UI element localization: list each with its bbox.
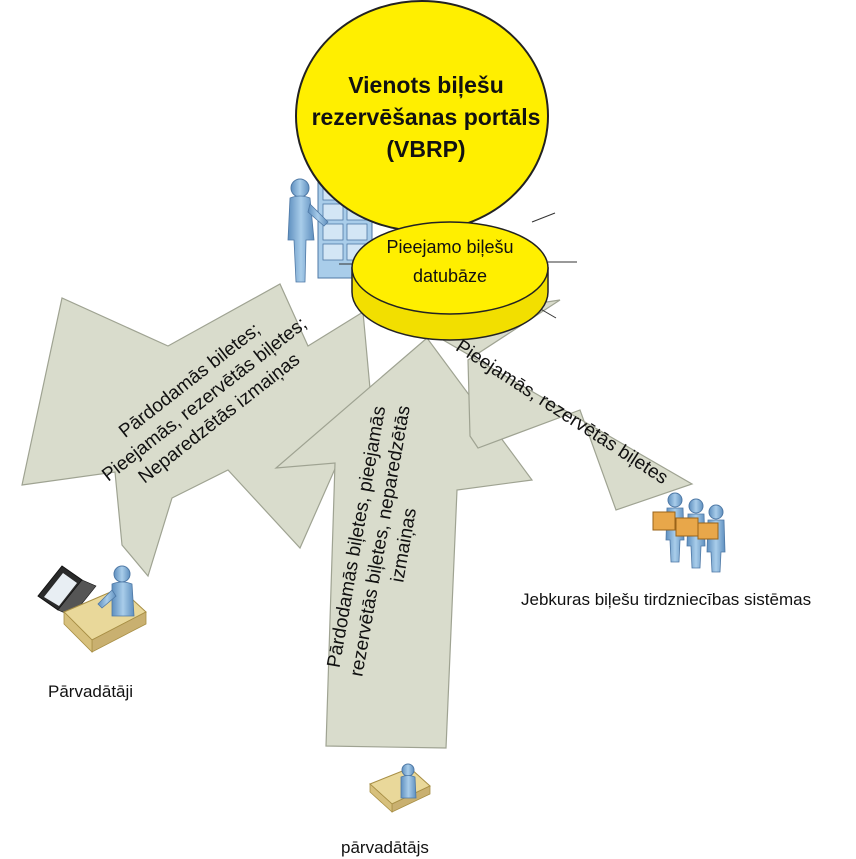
arrow-left-bidirectional <box>21 283 379 578</box>
administrator-person-icon <box>287 178 329 283</box>
caption-carrier: pārvadātājs <box>341 838 429 857</box>
sales-systems-group-icon <box>652 492 726 573</box>
portal-title-line2: rezervēšanas portāls <box>312 104 541 130</box>
portal-title-line3: (VBRP) <box>386 136 465 162</box>
database-cylinder <box>351 221 549 341</box>
portal-title-line1: Vienots biļešu <box>348 72 504 98</box>
caption-carriers: Pārvadātāji <box>48 682 133 701</box>
arrow-middle-up <box>274 337 534 749</box>
database-label-line2: datubāze <box>413 266 487 286</box>
carriers-workstation-icon <box>37 565 147 653</box>
carrier-workstation-icon <box>369 763 431 813</box>
database-label-line1: Pieejamo biļešu <box>386 237 513 257</box>
caption-sales-systems: Jebkuras biļešu tirdzniecības sistēmas <box>521 590 811 609</box>
